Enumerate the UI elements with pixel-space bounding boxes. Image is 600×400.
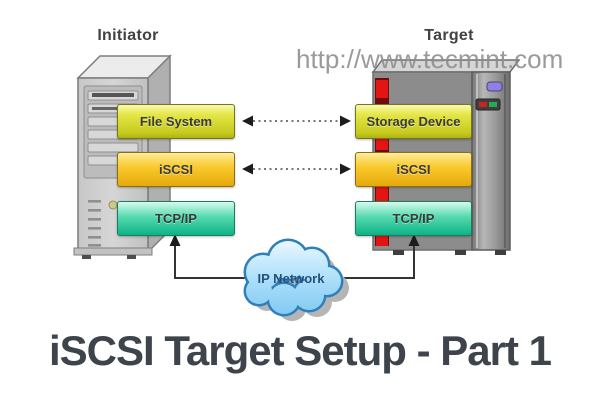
cloud-to-target-connector <box>334 234 420 279</box>
initiator-layer-file-system: File System <box>117 104 235 139</box>
power-led <box>486 81 503 92</box>
status-button <box>475 98 501 111</box>
ip-network-label: IP Network <box>257 271 325 286</box>
page-title: iSCSI Target Setup - Part 1 <box>49 327 552 374</box>
status-light-red <box>479 102 487 107</box>
target-foot <box>393 250 404 255</box>
target-layer-iscsi: iSCSI <box>355 152 472 187</box>
initiator-caption: Initiator <box>97 27 159 44</box>
iscsi-iscsi-arrow <box>242 163 351 175</box>
target-foot <box>495 250 506 255</box>
initiator-foot <box>127 255 136 259</box>
initiator-layer-tcpip-label: TCP/IP <box>155 211 197 226</box>
target-foot <box>455 250 466 255</box>
target-layer-storage-device-label: Storage Device <box>366 114 461 129</box>
filesystem-storage-arrow <box>242 115 351 127</box>
cloud-body <box>246 241 341 314</box>
initiator-layer-tcpip: TCP/IP <box>117 201 235 236</box>
target-layer-storage-device: Storage Device <box>355 104 472 139</box>
vent-slits <box>88 200 101 247</box>
lock-keyhole <box>108 200 118 210</box>
target-layer-tcpip: TCP/IP <box>355 201 472 236</box>
target-layer-iscsi-label: iSCSI <box>396 162 431 177</box>
initiator-layer-file-system-label: File System <box>139 114 213 129</box>
watermark-url: http://www.tecmint.com <box>296 44 564 74</box>
initiator-tower-base <box>73 247 153 256</box>
initiator-layer-iscsi: iSCSI <box>117 152 235 187</box>
initiator-layer-iscsi-label: iSCSI <box>159 162 193 177</box>
status-light-green <box>489 102 497 107</box>
drive-bay <box>87 142 139 153</box>
drive-bay-tray <box>92 93 134 97</box>
target-caption: Target <box>424 27 474 44</box>
cloud-to-initiator-connector <box>169 234 252 279</box>
ip-network-cloud <box>243 238 349 321</box>
initiator-foot <box>82 255 91 259</box>
target-layer-tcpip-label: TCP/IP <box>392 211 435 226</box>
drive-bay-slot <box>92 107 122 110</box>
